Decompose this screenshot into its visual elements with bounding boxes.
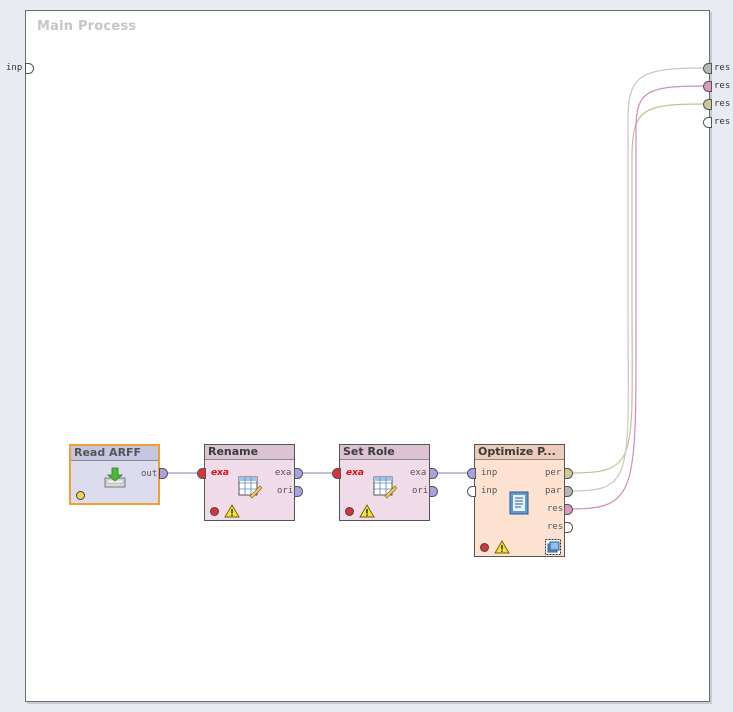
warning-icon[interactable] [359, 504, 375, 518]
warning-icon[interactable] [494, 540, 510, 554]
operator-title: Optimize P... [475, 445, 564, 460]
port-label-par: par [545, 486, 562, 496]
operator-read-arff[interactable]: Read ARFF out [69, 444, 160, 505]
process-output-label-1: res [714, 63, 731, 73]
set-role-exa-in-port[interactable] [332, 468, 341, 479]
status-indicator [480, 543, 489, 552]
port-label-ori: ori [277, 486, 294, 496]
process-output-label-3: res [714, 99, 731, 109]
document-icon [509, 491, 529, 515]
rename-exa-out-port[interactable] [294, 468, 303, 479]
edit-table-icon [238, 476, 262, 499]
port-label-exa-out: exa [410, 468, 427, 478]
operator-rename[interactable]: Rename exa exa ori [204, 444, 295, 521]
port-label-inp-1: inp [481, 468, 498, 478]
process-input-port[interactable] [25, 63, 34, 74]
operator-title: Read ARFF [71, 446, 158, 461]
set-role-exa-out-port[interactable] [429, 468, 438, 479]
port-label-exa-in: exa [346, 468, 364, 478]
port-label-out: out [141, 469, 158, 479]
operator-set-role[interactable]: Set Role exa exa ori [339, 444, 430, 521]
port-label-exa-out: exa [275, 468, 292, 478]
optimize-inp-2-port[interactable] [467, 486, 476, 497]
optimize-per-port[interactable] [564, 468, 573, 479]
process-output-label-2: res [714, 81, 731, 91]
process-output-port-2[interactable] [703, 81, 712, 92]
optimize-res-2-port[interactable] [564, 522, 573, 533]
process-output-label-4: res [714, 117, 731, 127]
port-label-per: per [545, 468, 562, 478]
operator-title: Set Role [340, 445, 429, 460]
process-canvas[interactable]: Main Process [25, 10, 710, 702]
port-label-inp-2: inp [481, 486, 498, 496]
status-indicator [210, 507, 219, 516]
read-arff-out-port[interactable] [159, 468, 168, 479]
operator-title: Rename [205, 445, 294, 460]
rename-ori-out-port[interactable] [294, 486, 303, 497]
warning-icon[interactable] [224, 504, 240, 518]
operator-optimize-parameters[interactable]: Optimize P... inp inp per par res res [474, 444, 565, 557]
optimize-inp-1-port[interactable] [467, 468, 476, 479]
canvas-title: Main Process [37, 19, 137, 34]
status-indicator [76, 491, 85, 500]
rename-exa-in-port[interactable] [197, 468, 206, 479]
process-output-port-1[interactable] [703, 63, 712, 74]
edit-table-icon [373, 476, 397, 499]
process-input-label: inp [6, 63, 23, 73]
optimize-par-port[interactable] [564, 486, 573, 497]
status-indicator [345, 507, 354, 516]
process-output-port-3[interactable] [703, 99, 712, 110]
port-label-ori: ori [412, 486, 429, 496]
port-label-res-2: res [547, 522, 564, 532]
port-label-res-1: res [547, 504, 564, 514]
optimize-res-1-port[interactable] [564, 504, 573, 515]
port-label-exa-in: exa [211, 468, 229, 478]
download-table-icon [104, 467, 126, 488]
subprocess-icon[interactable] [545, 539, 561, 555]
set-role-ori-out-port[interactable] [429, 486, 438, 497]
process-output-port-4[interactable] [703, 117, 712, 128]
